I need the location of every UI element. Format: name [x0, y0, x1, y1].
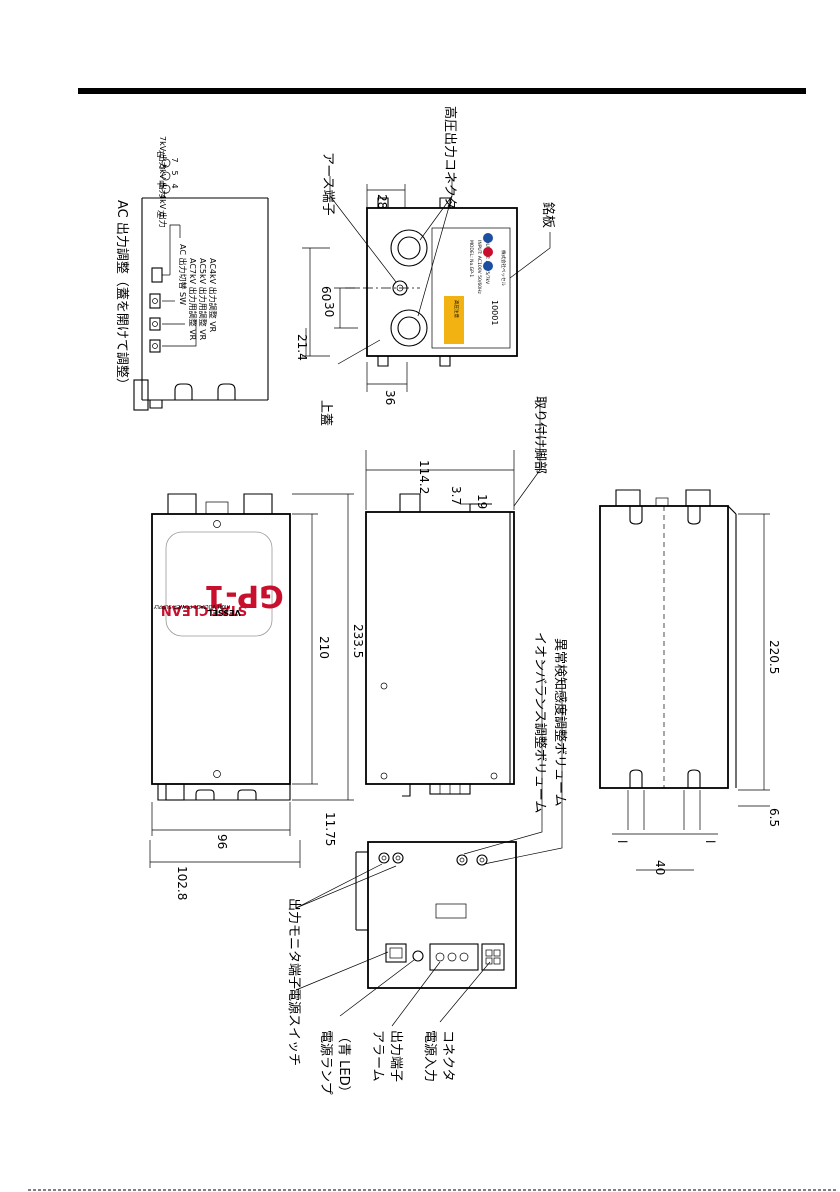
product-brand: VESSEL: [207, 608, 240, 617]
vr-7kv: [149, 293, 161, 309]
label-ac4kv-vr: AC4kV 出力調整 VR: [208, 258, 218, 333]
dim-60: 60: [319, 286, 333, 301]
output-switch: [151, 267, 163, 283]
alarm-terminal: [429, 943, 479, 971]
logo-badge: [165, 531, 273, 637]
dim-28: 28: [375, 194, 389, 209]
label-left: 左: [156, 210, 166, 218]
label-hv-connector: 高圧出力コネクタ: [442, 106, 458, 209]
front-connector-view: 高圧注意 MODEL: No.GP-1 INPUT: AC100V 50/60H…: [295, 106, 555, 426]
dim-220-5: 220.5: [767, 640, 781, 674]
product-subtitle: HIGH VOLTAGE POWER SUPPLY: [153, 603, 231, 609]
label-nameplate: 銘板: [540, 202, 555, 228]
dim-19: 19: [475, 494, 489, 509]
dim-l-right: l: [703, 840, 717, 843]
num-7kv: 7: [170, 157, 179, 162]
vr-5kv: [149, 317, 161, 331]
label-ion-balance-vol: イオンバランス調整ボリューム: [532, 632, 547, 813]
label-mid: 中: [156, 180, 166, 188]
label-ac5kv-vr: AC5kV 出力用調整 VR: [198, 258, 208, 341]
dim-l-left: l: [615, 840, 629, 843]
label-7kv-out: 7kV 出力: [158, 136, 168, 170]
label-power-input-2: コネクタ: [440, 1030, 455, 1081]
dim-3-7: 3.7: [449, 486, 463, 505]
label-mounting-foot: 取り付け脚部: [532, 396, 548, 474]
num-4kv: 4: [170, 183, 179, 188]
dim-96: 96: [215, 834, 229, 849]
num-5kv: 5: [170, 170, 179, 175]
warning-label: [444, 296, 464, 344]
side-view: 114.2 3.7 19 取り付け脚部: [365, 396, 548, 797]
label-power-input-1: 電源入力: [422, 1030, 437, 1082]
label-ac-adjust: AC 出力調整（蓋を開けて調整）: [114, 200, 129, 391]
ac-adjust-view: 4 5 7 左 中 右 4kV 出力 5kV 出力 7kV 出力 AC 出力切替…: [114, 136, 269, 411]
product-series: STAT-CLEAN: [161, 602, 247, 617]
dim-102-8: 102.8: [175, 866, 189, 900]
dim-21-4: 21.4: [295, 334, 309, 361]
label-monitor-terminal: 出力モニタ端子: [286, 898, 301, 989]
plate-maker: 株式会社ベッセル: [500, 250, 507, 286]
dim-6-5: 6.5: [767, 808, 781, 827]
dim-36: 36: [383, 390, 397, 405]
bottom-view: 220.5 6.5 l l 40: [599, 489, 781, 875]
label-alarm-1: アラーム: [370, 1030, 385, 1082]
dim-114-2: 114.2: [417, 460, 431, 494]
product-model: GP-1: [204, 578, 283, 613]
plate-model: MODEL: No.GP-1: [468, 240, 474, 277]
power-connector: [481, 943, 505, 971]
label-5kv-out: 5kV 出力: [158, 164, 168, 198]
header-rule: [78, 88, 806, 94]
plate-warning: 高圧注意: [453, 300, 460, 318]
label-anomaly-vol: 異常検知感度調整ボリューム: [552, 638, 568, 807]
dim-233-5: 233.5: [351, 624, 365, 658]
label-right: 右: [156, 150, 166, 158]
dim-11-75: 11.75: [323, 812, 337, 846]
plate-input: INPUT: AC100V 50/60Hz: [476, 240, 482, 294]
top-view: GP-1 STAT-CLEAN HIGH VOLTAGE POWER SUPPL…: [149, 493, 365, 900]
power-lamp: [412, 950, 424, 962]
dim-30: 30: [322, 302, 336, 317]
label-top-cover: 上蓋: [318, 400, 333, 426]
label-4kv-out: 4kV 出力: [158, 194, 168, 228]
label-ac-switch: AC 出力切替 SW: [178, 244, 188, 305]
plate-serial: 10001: [490, 300, 499, 325]
power-switch: [385, 943, 407, 963]
rear-panel-view: 出力モニタ端子 電源スイッチ 電源ランプ （青 LED） アラーム 出力端子 電…: [286, 632, 568, 1099]
label-power-switch: 電源スイッチ: [286, 988, 301, 1066]
label-power-lamp-2: （青 LED）: [336, 1030, 351, 1099]
dim-210: 210: [317, 636, 331, 659]
label-power-lamp-1: 電源ランプ: [318, 1030, 333, 1095]
label-ac7kv-vr: AC7kV 出力用調整 VR: [188, 258, 198, 341]
dim-40: 40: [653, 860, 667, 875]
vr-4kv: [149, 339, 161, 353]
label-earth-terminal: アース端子: [320, 152, 335, 216]
label-alarm-2: 出力端子: [388, 1030, 403, 1082]
